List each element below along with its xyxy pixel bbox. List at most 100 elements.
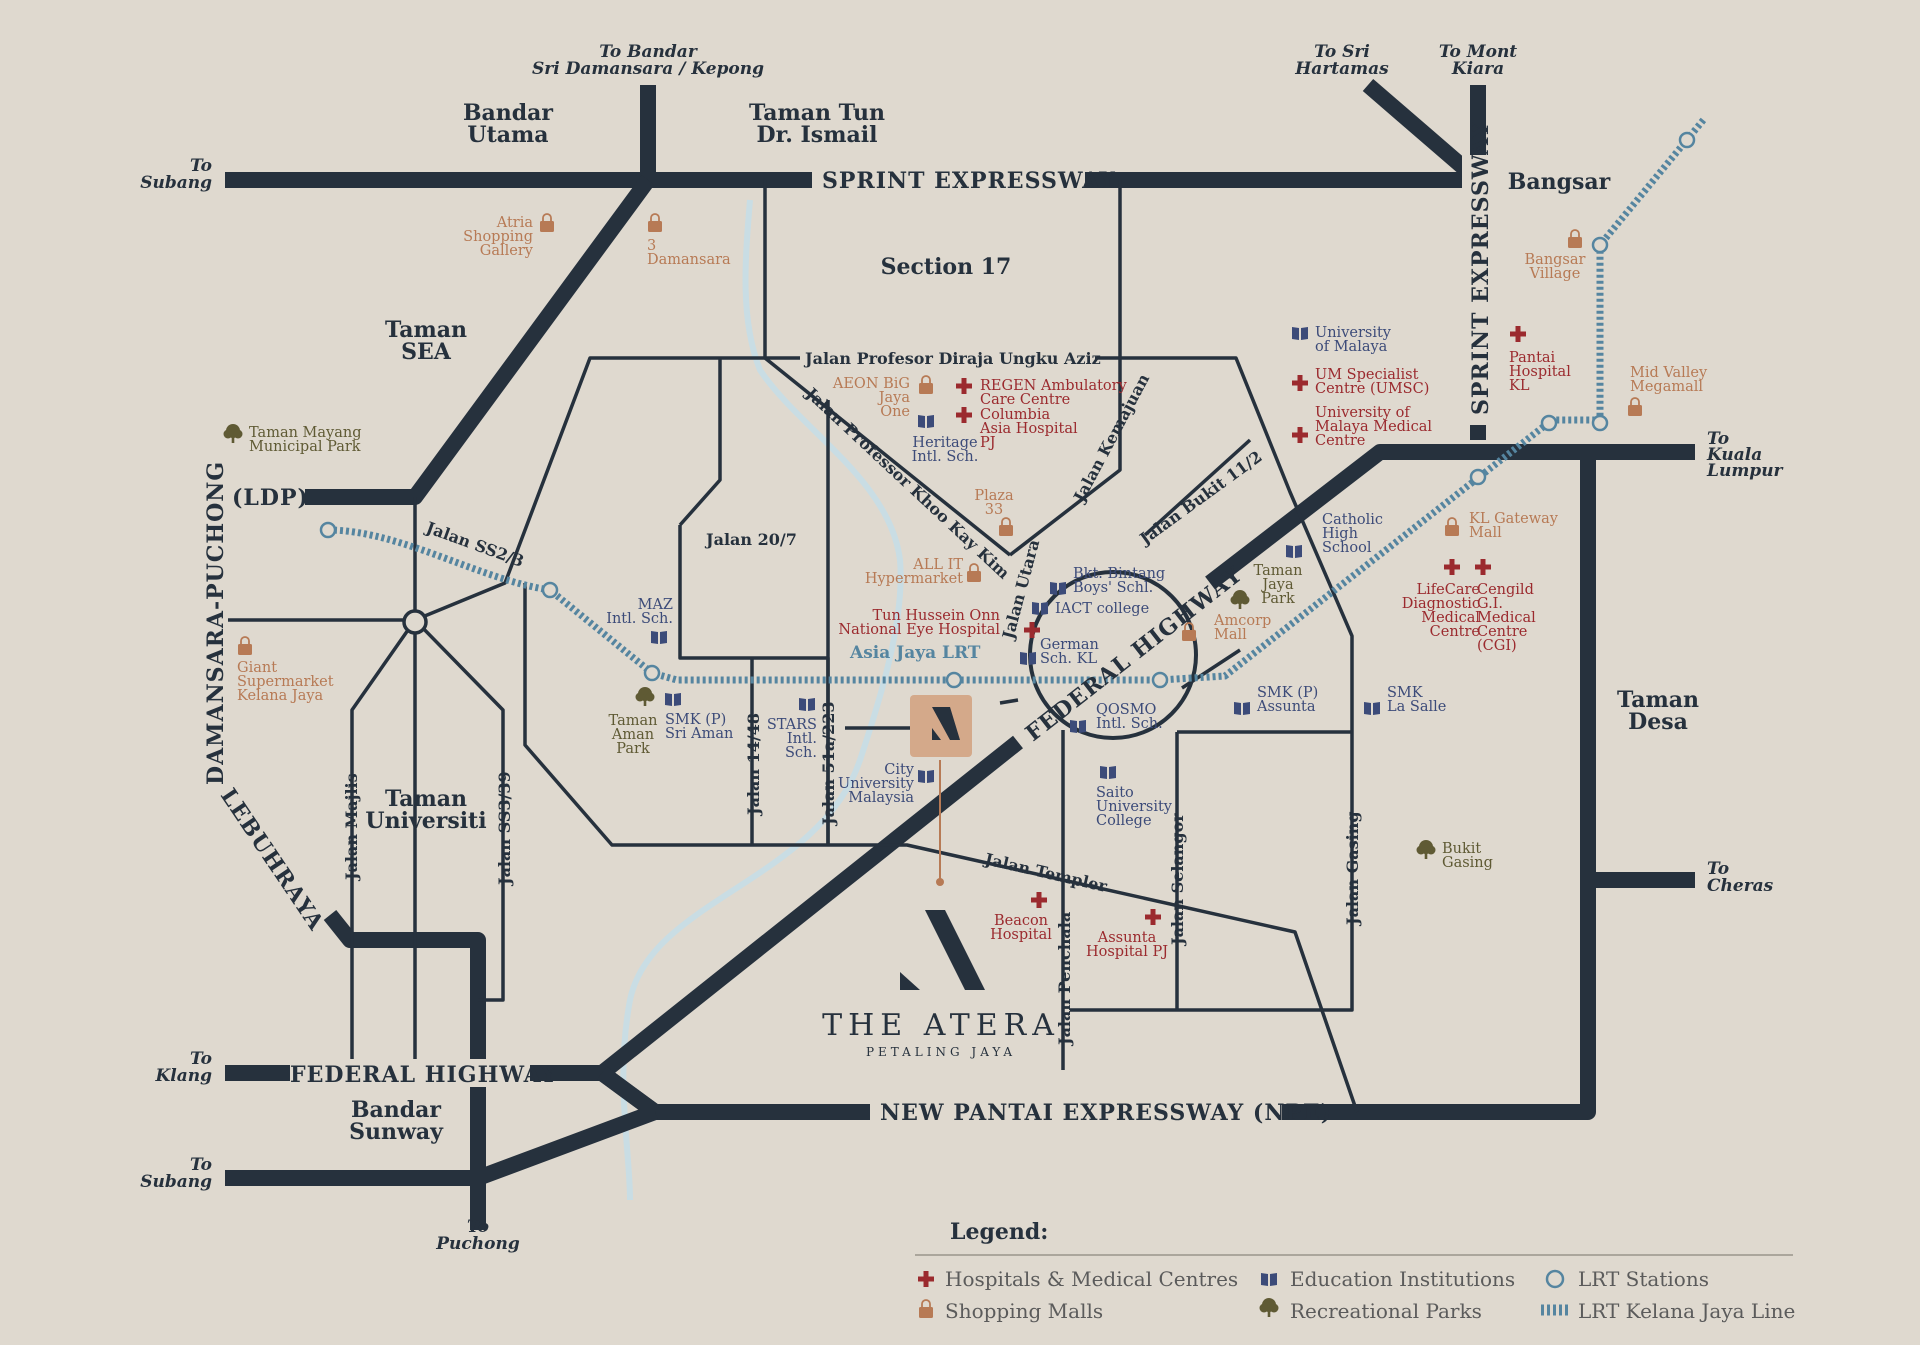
- poi-mid-valley: Mid Valley: [1630, 365, 1708, 381]
- lebuhraya-label: LEBUHRAYA: [215, 784, 329, 936]
- poi-qosmo: QOSMO: [1096, 702, 1157, 718]
- road-penchala: Jalan Penchala: [1055, 912, 1074, 1047]
- poi-bukit-gasing: Bukit: [1442, 841, 1481, 857]
- tree-icon: [1259, 1298, 1279, 1317]
- shopping-bag-icon: [647, 213, 663, 233]
- sprint-label-top: SPRINT EXPRESSWAY: [822, 168, 1116, 194]
- brand-subtitle: PETALING JAYA: [866, 1045, 1016, 1059]
- poi-bkt-bintang: Bkt. Bintang: [1073, 566, 1165, 582]
- road-ungku-aziz: Jalan Profesor Diraja Ungku Aziz: [803, 349, 1101, 368]
- legend: Legend: Hospitals & Medical Centres Shop…: [915, 1219, 1795, 1323]
- poi-columbia: Columbia: [980, 407, 1050, 423]
- river: [620, 199, 904, 1201]
- tree-icon: [635, 687, 655, 706]
- lrt-kelana-jaya-line: [319, 115, 1708, 689]
- poi-umsc: UM Specialist: [1315, 367, 1419, 383]
- poi-amcorp: Amcorp: [1213, 613, 1271, 629]
- book-icon: [1020, 652, 1036, 665]
- federal-label-left: FEDERAL HIGHWAY: [290, 1062, 557, 1088]
- dir-subang-bottom: To: [190, 1155, 212, 1175]
- lrt-station-icon: [1591, 236, 1609, 254]
- atera-marker[interactable]: [910, 695, 972, 886]
- book-icon: [1286, 545, 1302, 558]
- shopping-bag-icon: [966, 563, 982, 583]
- area-bandar-sunway: Bandar: [351, 1097, 441, 1123]
- lrt-station-icon: [1678, 131, 1696, 149]
- hospital-cross-icon: [956, 407, 972, 423]
- area-taman-universiti: Taman: [385, 786, 467, 812]
- brand-logo: THE ATERA PETALING JAYA: [822, 910, 1054, 1059]
- area-taman-desa: Taman: [1617, 687, 1699, 713]
- poi-saito: Saito: [1096, 785, 1134, 801]
- book-icon: [918, 770, 934, 783]
- hospital-cross-icon: [1444, 559, 1460, 575]
- poi-smk-la-salle: SMK: [1387, 685, 1424, 701]
- poi-tun-hussein: Tun Hussein Onn: [872, 608, 1000, 624]
- poi-ummc: University of: [1315, 405, 1411, 421]
- hospital-cross-icon: [1510, 326, 1526, 342]
- dir-kuala-lumpur: To: [1707, 429, 1729, 449]
- shopping-bag-icon: [918, 375, 934, 395]
- shopping-bag-icon: [998, 517, 1014, 537]
- lrt-station-icon: [1540, 414, 1558, 432]
- road-51a-223: Jalan 51a/223: [819, 702, 838, 827]
- poi-pantai: Pantai: [1509, 350, 1556, 366]
- poi-city-university: City: [884, 762, 915, 778]
- road-20-7: Jalan 20/7: [704, 530, 797, 549]
- poi-taman-aman: Taman: [609, 713, 658, 729]
- poi-maz: MAZ: [638, 597, 673, 613]
- road-selangor: Jalan Selangor: [1168, 813, 1187, 947]
- poi-bangsar-village: Bangsar: [1525, 252, 1586, 268]
- dir-cheras: To: [1707, 859, 1729, 879]
- tree-icon: [1416, 840, 1436, 859]
- poi-kl-gateway: KL Gateway: [1469, 511, 1559, 527]
- hospital-cross-icon: [1292, 427, 1308, 443]
- road-14-48: Jalan 14/48: [744, 713, 763, 817]
- poi-beacon: Beacon: [994, 913, 1048, 929]
- poi-german: German: [1040, 637, 1099, 653]
- legend-lrt-stations: LRT Stations: [1578, 1267, 1709, 1291]
- road-labels: Jalan Profesor Diraja Ungku Aziz Jalan P…: [342, 348, 1362, 1047]
- road-ss2-3: Jalan SS2/3: [422, 517, 527, 571]
- sprint-to-hartamas: [1362, 78, 1484, 187]
- poi-3damansara: 3: [647, 238, 656, 254]
- ldp-label: (LDP): [232, 485, 309, 511]
- shopping-bag-icon: [1627, 397, 1643, 417]
- npe-label: NEW PANTAI EXPRESSWAY (NPE): [880, 1100, 1332, 1126]
- area-taman-tun: Taman Tun: [749, 100, 885, 126]
- poi-atria: Atria: [496, 215, 534, 231]
- legend-education: Education Institutions: [1290, 1267, 1515, 1291]
- lrt-station-icon: [945, 671, 963, 689]
- poi-university-malaya: University: [1315, 325, 1392, 341]
- poi-taman-jaya: Taman: [1254, 563, 1303, 579]
